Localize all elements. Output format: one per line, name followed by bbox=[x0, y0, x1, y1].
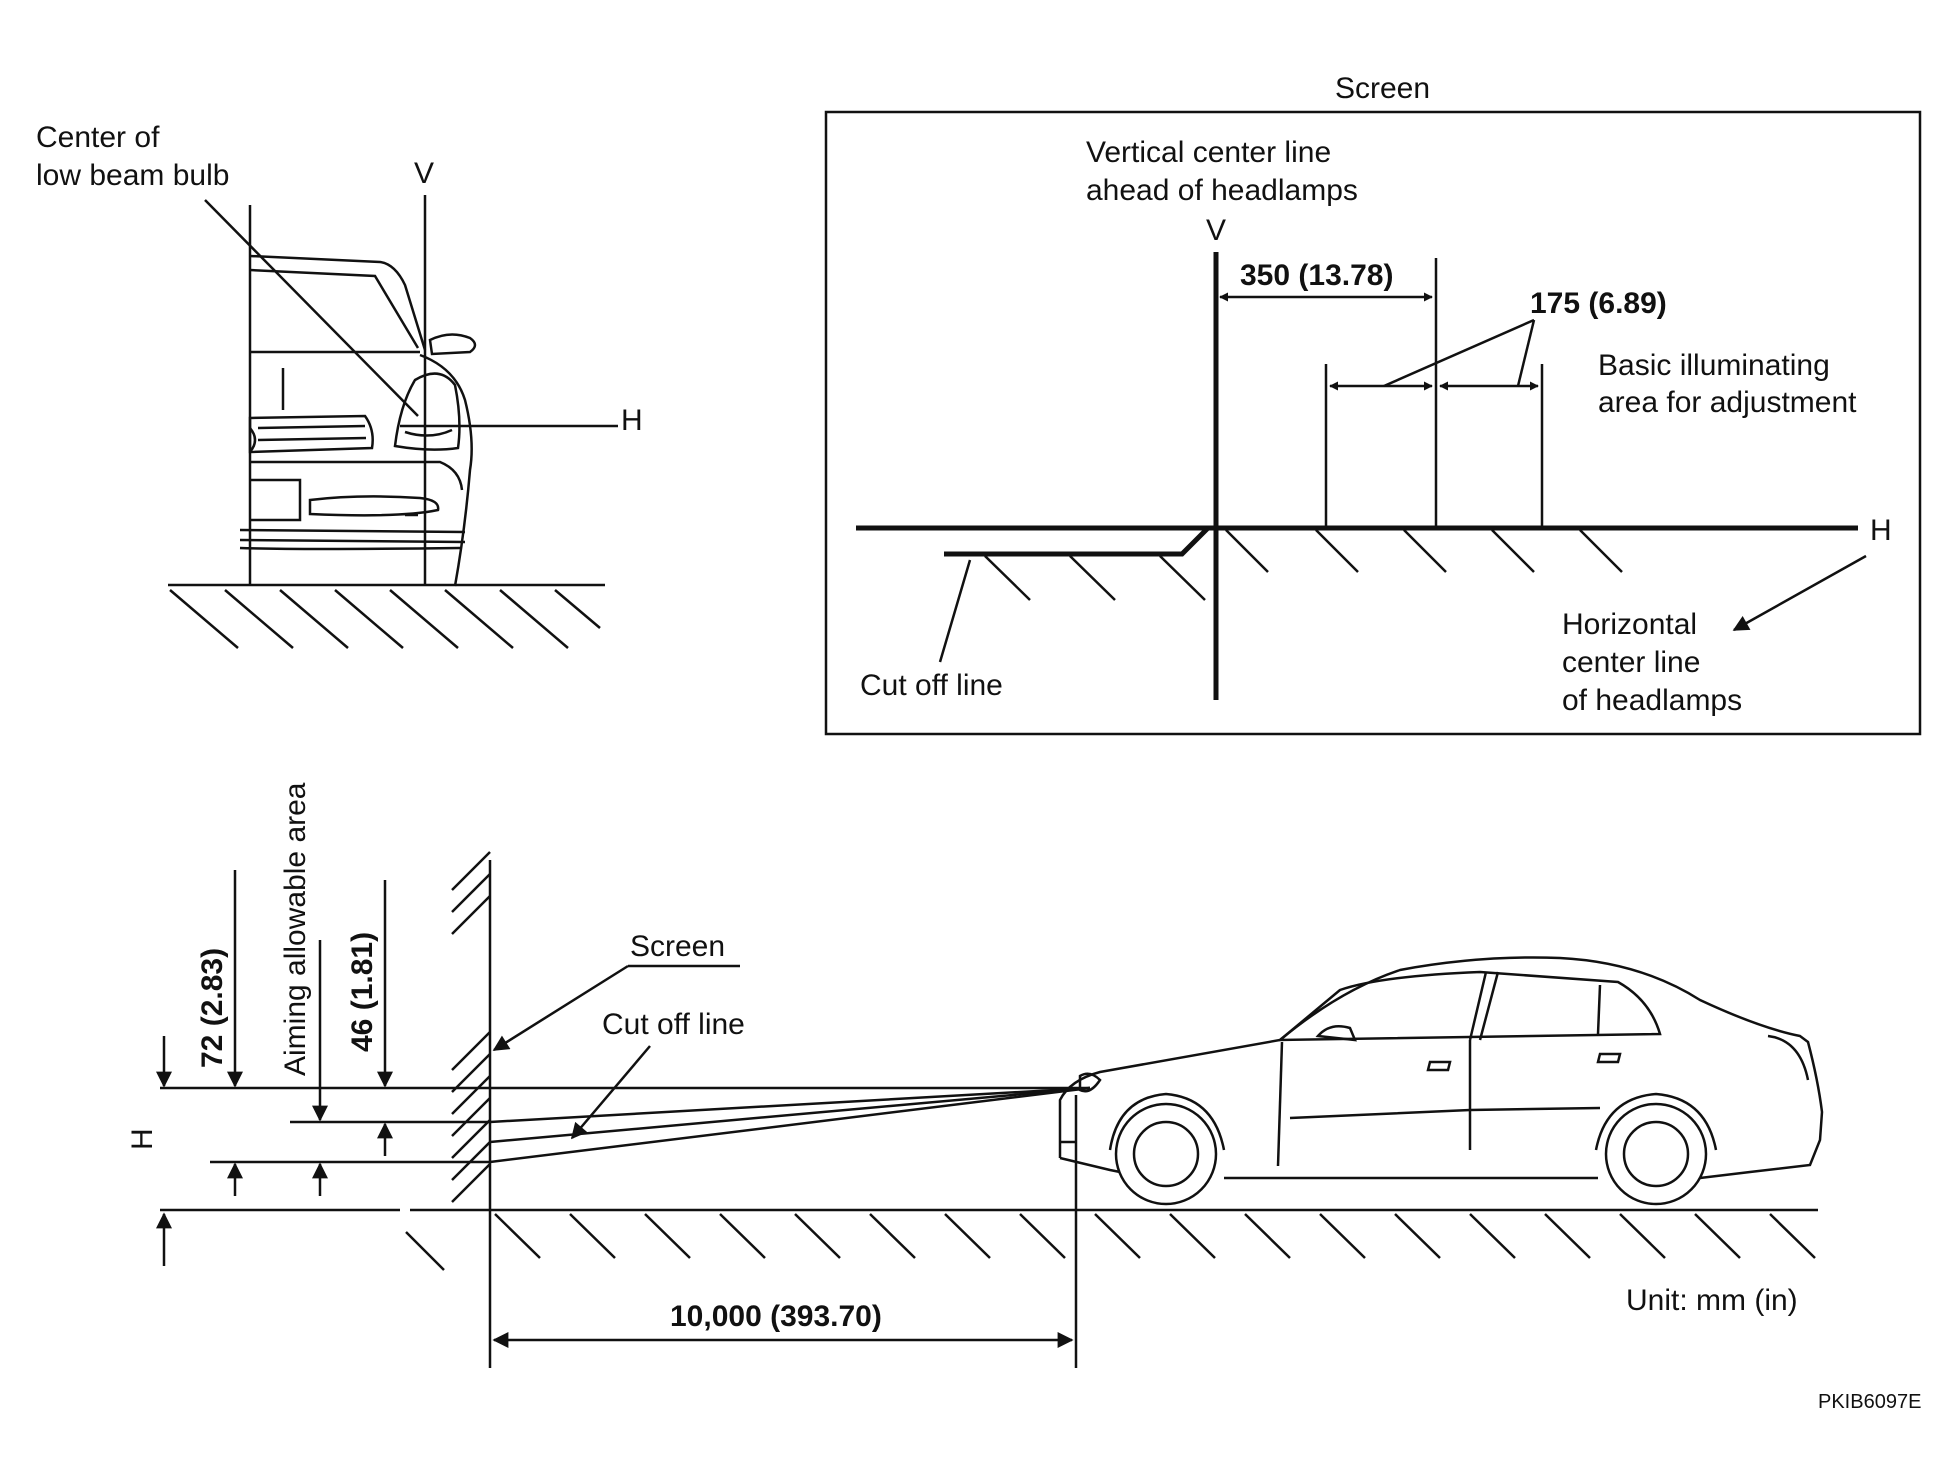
side-screen-leader bbox=[492, 964, 629, 1052]
screen-cutoff-leader bbox=[938, 559, 972, 663]
front-view: Center of low beam bulb V H bbox=[36, 121, 643, 649]
screen-v-label: V bbox=[1206, 214, 1226, 247]
dim-175-leader-left bbox=[1383, 318, 1535, 388]
screen-hatching bbox=[984, 529, 1623, 601]
car-front-outline bbox=[239, 205, 477, 587]
hcl-arrow bbox=[1732, 554, 1867, 632]
side-h-label: H bbox=[126, 1128, 159, 1150]
side-cutoff-leader bbox=[570, 1045, 651, 1140]
dim-46-label: 46 (1.81) bbox=[346, 932, 379, 1052]
screen-title: Screen bbox=[1335, 72, 1430, 105]
aiming-label: Aiming allowable area bbox=[279, 782, 312, 1076]
area-label-line1: Basic illuminating bbox=[1598, 349, 1830, 382]
screen-panel: Screen Vertical center line ahead of hea… bbox=[824, 72, 1922, 736]
vcl-label-line2: ahead of headlamps bbox=[1086, 174, 1358, 207]
dim-10000-label: 10,000 (393.70) bbox=[670, 1300, 882, 1333]
beam-middle bbox=[489, 1086, 1091, 1144]
bulb-label-line1: Center of bbox=[36, 121, 160, 154]
unit-label: Unit: mm (in) bbox=[1626, 1284, 1798, 1317]
car-side-outline bbox=[1058, 956, 1824, 1206]
wall-hatching-upper bbox=[451, 851, 491, 935]
bulb-label-line2: low beam bulb bbox=[36, 159, 229, 192]
front-ground-hatching bbox=[169, 589, 601, 649]
side-cutoff-label: Cut off line bbox=[602, 1008, 745, 1041]
screen-cutoff-label: Cut off line bbox=[860, 669, 1003, 702]
cutoff-line-screen bbox=[944, 526, 1210, 557]
wall-hatching-lower bbox=[451, 1031, 491, 1203]
figure-code: PKIB6097E bbox=[1818, 1391, 1921, 1413]
screen-frame bbox=[824, 110, 1922, 736]
area-label-line2: area for adjustment bbox=[1598, 386, 1857, 419]
hcl-label-line3: of headlamps bbox=[1562, 684, 1742, 717]
hcl-label-line1: Horizontal bbox=[1562, 608, 1697, 641]
vcl-label-line1: Vertical center line bbox=[1086, 136, 1331, 169]
dim-350-label: 350 (13.78) bbox=[1240, 259, 1393, 292]
dim-175-leader-right bbox=[1516, 319, 1536, 387]
bulb-leader-line bbox=[204, 199, 419, 417]
hcl-label-line2: center line bbox=[1562, 646, 1700, 679]
side-ground-hatching bbox=[405, 1213, 1816, 1271]
dim-175-label: 175 (6.89) bbox=[1530, 287, 1667, 320]
front-v-label: V bbox=[414, 157, 434, 190]
screen-h-label: H bbox=[1870, 514, 1892, 547]
front-h-label: H bbox=[621, 404, 643, 437]
side-view: Screen Cut off line H 72 (2.83) Aiming a… bbox=[126, 782, 1824, 1368]
beam-lower bbox=[489, 1086, 1091, 1164]
side-screen-label: Screen bbox=[630, 930, 725, 963]
dim-72-label: 72 (2.83) bbox=[196, 948, 229, 1068]
beam-upper bbox=[489, 1086, 1091, 1124]
